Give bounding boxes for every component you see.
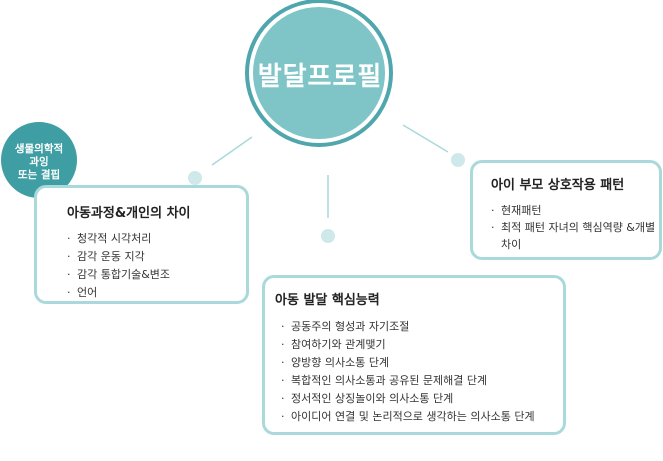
badge-circle (1, 122, 77, 198)
badge-line: 과잉 (29, 156, 49, 168)
center-circle-ring (245, 0, 393, 147)
list-item: 참여하기와 관계맺기 (281, 336, 563, 354)
connector-dot-left (188, 171, 202, 185)
card-parent-interaction: 아이 부모 상호작용 패턴 현재패턴 최적 패턴 자녀의 핵심역량 &개별 차이 (470, 160, 662, 260)
card-title: 아동 발달 핵심능력 (275, 293, 380, 308)
connector-left (211, 136, 253, 166)
card-core-abilities: 아동 발달 핵심능력 공동주의 형성과 자기조절 참여하기와 관계맺기 양방향 … (262, 275, 566, 435)
card-title: 아이 부모 상호작용 패턴 (491, 178, 625, 193)
list-item: 복합적인 의사소통과 공유된 문제해결 단계 (281, 372, 563, 390)
badge-text: 생물의학적 과잉 또는 결핍 (5, 143, 73, 182)
list-item: 최적 패턴 자녀의 핵심역량 &개별 차이 (491, 219, 659, 253)
center-circle (253, 7, 385, 139)
list-item: 양방향 의사소통 단계 (281, 354, 563, 372)
list-item: 감각 운동 지각 (67, 248, 246, 266)
connector-right (402, 124, 449, 153)
card-title: 아동과정&개인의 차이 (67, 206, 191, 221)
list-item: 현재패턴 (491, 202, 659, 219)
card-list: 청각적 시각처리 감각 운동 지각 감각 통합기술&변조 언어 (67, 230, 246, 302)
list-item: 아이디어 연결 및 논리적으로 생각하는 의사소통 단계 (281, 408, 563, 426)
center-title: 발달프로필 (257, 61, 383, 92)
list-item: 청각적 시각처리 (67, 230, 246, 248)
list-item: 정서적인 상징놀이와 의사소통 단계 (281, 390, 563, 408)
badge-line: 생물의학적 (14, 143, 64, 155)
list-item: 언어 (67, 284, 246, 302)
badge-line: 또는 결핍 (17, 169, 61, 181)
card-list: 공동주의 형성과 자기조절 참여하기와 관계맺기 양방향 의사소통 단계 복합적… (275, 318, 563, 426)
list-item: 공동주의 형성과 자기조절 (281, 318, 563, 336)
card-child-process: 아동과정&개인의 차이 청각적 시각처리 감각 운동 지각 감각 통합기술&변조… (34, 185, 249, 304)
card-list: 현재패턴 최적 패턴 자녀의 핵심역량 &개별 차이 (491, 202, 659, 253)
connector-dot-right (451, 153, 465, 167)
connector-dot-bottom (321, 229, 335, 243)
list-item: 감각 통합기술&변조 (67, 266, 246, 284)
